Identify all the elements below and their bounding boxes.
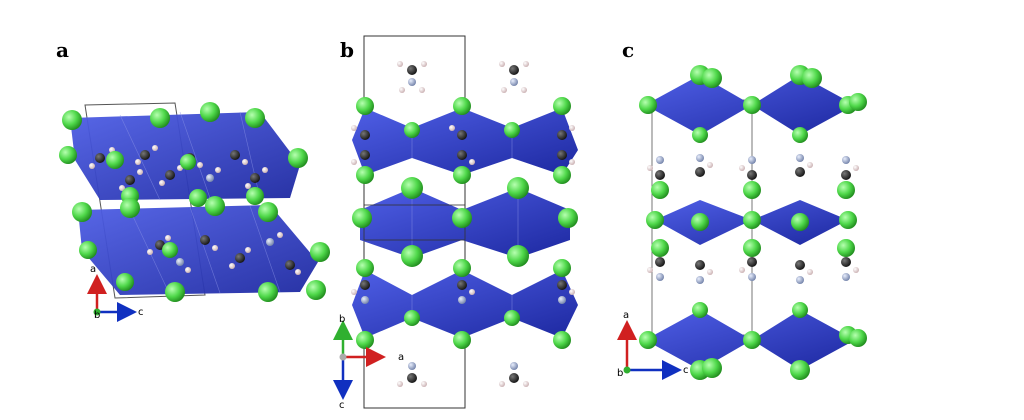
octahedral-row-b1	[352, 108, 578, 175]
panel-b-structure	[351, 35, 578, 409]
octahedral-row-c2	[655, 200, 848, 245]
panel-a-structure	[59, 102, 330, 302]
axis-label-a-horizontal: c	[138, 307, 144, 318]
axis-label-a-vertical: a	[90, 264, 96, 275]
axis-label-c-vertical: a	[623, 310, 629, 321]
axes-indicator-c: a c b	[617, 310, 689, 380]
axis-label-c-origin: b	[617, 368, 623, 379]
axis-label-b-vertical: b	[339, 314, 345, 325]
axis-label-c-horizontal: c	[683, 365, 689, 376]
panel-c-structure	[639, 65, 867, 380]
axes-indicator-b: b a c	[333, 314, 404, 411]
panel-label-c: c	[622, 38, 635, 62]
axis-label-b-down: c	[339, 400, 345, 411]
octahedral-layer-a2	[78, 205, 318, 295]
axis-label-a-origin: b	[94, 310, 100, 321]
panel-label-b: b	[340, 38, 354, 62]
octahedral-row-b3	[352, 270, 578, 338]
axis-label-b-horizontal: a	[398, 352, 404, 363]
axes-indicator-a: a c b	[87, 264, 144, 322]
panel-label-a: a	[56, 38, 69, 62]
